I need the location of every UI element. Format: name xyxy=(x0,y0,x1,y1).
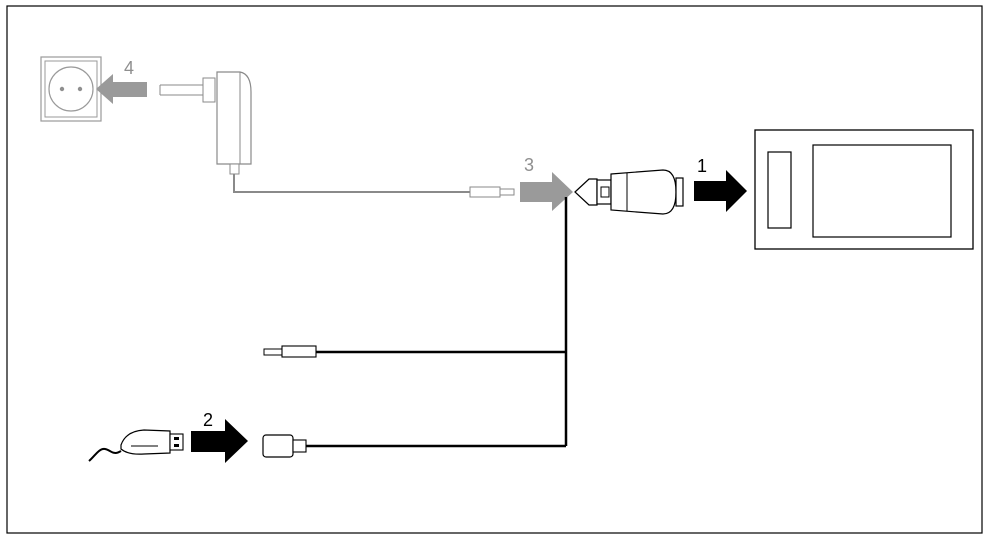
power-adapter-strain-relief xyxy=(229,163,240,175)
usb-plug-contact-top xyxy=(174,437,179,440)
tablet-device-side-panel xyxy=(767,151,792,229)
splitter-connector-socket-mark xyxy=(600,186,610,198)
usb-plug-contact-bottom xyxy=(174,444,179,447)
step3-arrow: 3 xyxy=(520,155,573,211)
wall-socket-pin-hole-left xyxy=(59,86,65,92)
step2-arrow: 2 xyxy=(191,410,248,463)
usb-socket-collar xyxy=(292,439,307,453)
wall-socket xyxy=(40,56,102,122)
usb-plug-body xyxy=(120,429,171,455)
adapter-cable-plug-grip xyxy=(469,186,501,198)
step1-arrow-shape xyxy=(694,170,747,212)
usb-socket-housing xyxy=(262,434,294,458)
power-adapter-body xyxy=(216,71,252,165)
step1-arrow: 1 xyxy=(694,156,747,212)
wall-socket-face xyxy=(48,66,94,112)
splitter-connector-body xyxy=(610,169,677,215)
usb-plug xyxy=(88,429,184,462)
power-adapter xyxy=(159,71,252,175)
auxiliary-plug-grip xyxy=(281,345,317,358)
usb-socket xyxy=(262,434,307,458)
adapter-cable-plug-tip xyxy=(499,188,515,196)
adapter-cable xyxy=(233,174,470,193)
wall-socket-pin-hole-right xyxy=(77,86,83,92)
step1-label: 1 xyxy=(697,156,707,176)
step3-arrow-shape xyxy=(520,172,573,211)
auxiliary-plug xyxy=(263,345,317,358)
step4-label: 4 xyxy=(124,58,134,78)
power-adapter-plate xyxy=(202,77,216,103)
splitter-connector-plug-end xyxy=(675,177,684,207)
usb-plug-cable xyxy=(88,447,122,462)
tablet-device xyxy=(754,129,974,250)
step4-arrow-shape xyxy=(96,74,147,104)
adapter-cable-plug xyxy=(469,186,515,198)
splitter-connector xyxy=(574,169,684,215)
step4-arrow: 4 xyxy=(96,58,147,104)
step2-label: 2 xyxy=(203,410,213,430)
step2-arrow-shape xyxy=(191,419,248,463)
tablet-device-screen xyxy=(812,144,952,238)
auxiliary-plug-tip xyxy=(263,348,283,356)
usb-plug-metal-tip xyxy=(169,433,184,451)
step3-label: 3 xyxy=(524,155,534,175)
